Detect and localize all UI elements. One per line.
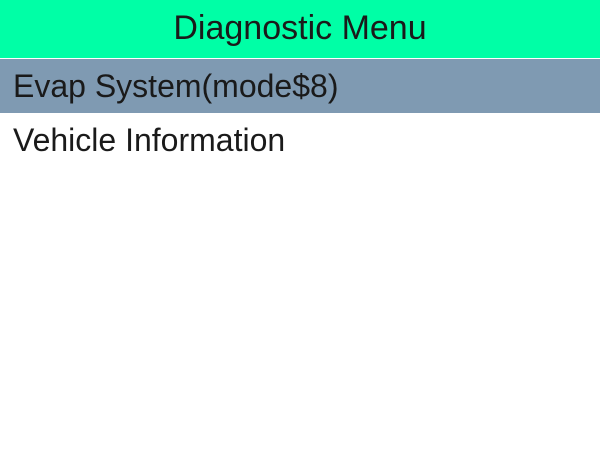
menu-item-evap-system[interactable]: Evap System(mode$8)	[0, 59, 600, 113]
title-bar: Diagnostic Menu	[0, 0, 600, 58]
diagnostic-menu-list: Evap System(mode$8) Vehicle Information	[0, 59, 600, 167]
menu-item-label: Evap System(mode$8)	[13, 68, 339, 104]
menu-item-vehicle-information[interactable]: Vehicle Information	[0, 113, 600, 167]
page-title: Diagnostic Menu	[173, 9, 427, 47]
menu-item-label: Vehicle Information	[13, 122, 286, 158]
